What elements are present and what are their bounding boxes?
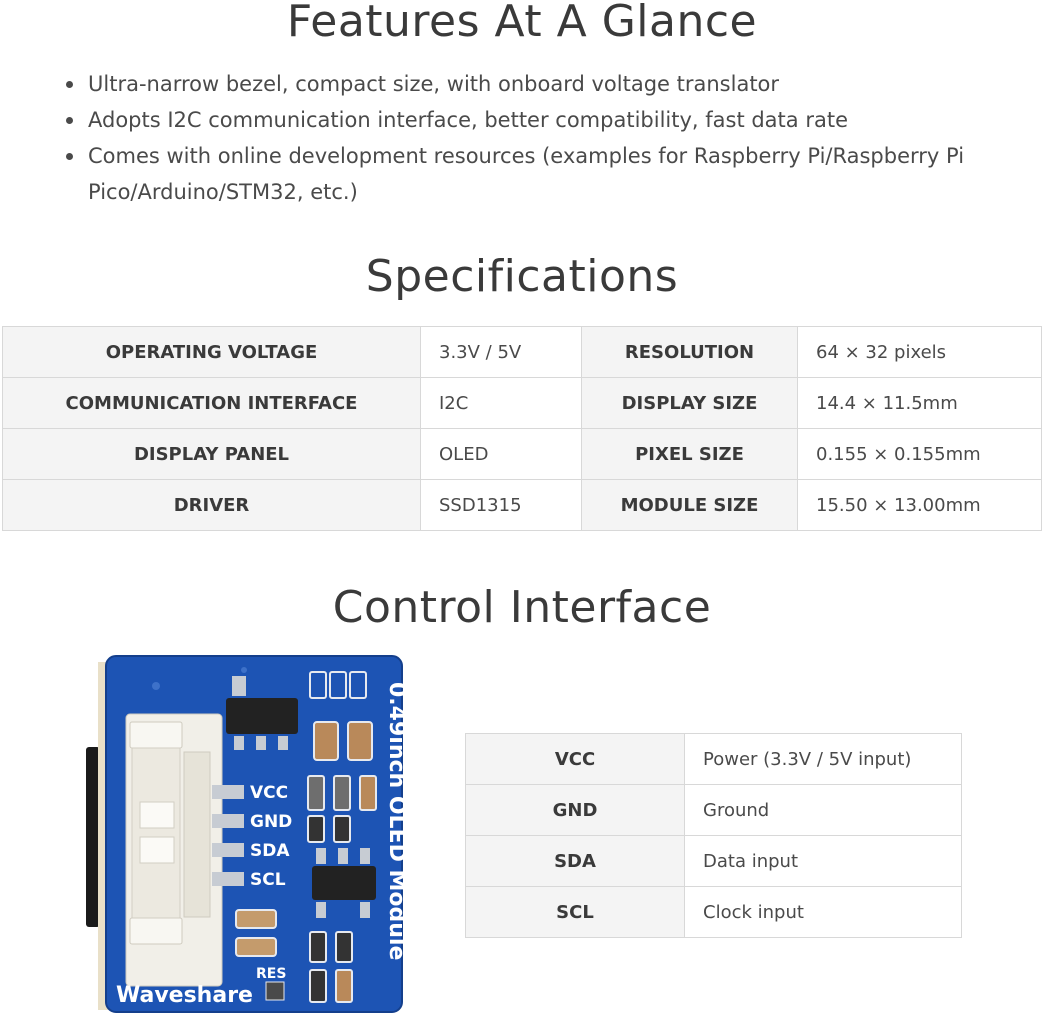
silkscreen-sda: SDA	[250, 841, 290, 861]
pin-pad	[212, 872, 244, 886]
feature-item: Comes with online development resources …	[62, 138, 992, 210]
capacitor	[235, 909, 277, 929]
module-name-silkscreen: 0.49inch OLED Module	[384, 682, 409, 960]
spec-value: 15.50 × 13.00mm	[797, 479, 1042, 531]
pin-description: Clock input	[684, 886, 962, 938]
silkscreen-vcc: VCC	[250, 783, 288, 803]
capacitor	[347, 721, 373, 761]
pin-description: Data input	[684, 835, 962, 887]
pin-pad	[212, 843, 244, 857]
pin-description: Ground	[684, 784, 962, 836]
spec-value: 14.4 × 11.5mm	[797, 377, 1042, 429]
spec-key: RESOLUTION	[581, 326, 798, 378]
spec-value: 64 × 32 pixels	[797, 326, 1042, 378]
oled-module-photo: VCC GND SDA SCL 0.49inch OLED Module RES…	[86, 655, 409, 1013]
table-row: VCC Power (3.3V / 5V input)	[465, 733, 962, 785]
spec-value: 0.155 × 0.155mm	[797, 428, 1042, 480]
table-row: SDA Data input	[465, 835, 962, 887]
capacitor	[313, 721, 339, 761]
pin-name: SCL	[465, 886, 685, 938]
spec-value: SSD1315	[420, 479, 582, 531]
pin-description: Power (3.3V / 5V input)	[684, 733, 962, 785]
capacitor	[235, 937, 277, 957]
table-row: DRIVER SSD1315 MODULE SIZE 15.50 × 13.00…	[2, 479, 1042, 531]
reset-button	[265, 981, 285, 1001]
pin-pad	[212, 785, 244, 799]
spec-key: PIXEL SIZE	[581, 428, 798, 480]
silkscreen-gnd: GND	[250, 812, 292, 832]
specifications-title: Specifications	[365, 251, 679, 302]
spec-value: OLED	[420, 428, 582, 480]
waveshare-logo: Waveshare	[116, 983, 253, 1008]
features-list: Ultra-narrow bezel, compact size, with o…	[62, 66, 992, 210]
spec-key: COMMUNICATION INTERFACE	[2, 377, 421, 429]
spec-value: I2C	[420, 377, 582, 429]
spec-key: DRIVER	[2, 479, 421, 531]
specifications-table: OPERATING VOLTAGE 3.3V / 5V RESOLUTION 6…	[2, 326, 1042, 531]
table-row: GND Ground	[465, 784, 962, 836]
pin-name: GND	[465, 784, 685, 836]
ic-chip	[312, 866, 376, 900]
res-label: RES	[256, 966, 286, 982]
feature-item: Ultra-narrow bezel, compact size, with o…	[62, 66, 992, 102]
spec-key: MODULE SIZE	[581, 479, 798, 531]
control-interface-title: Control Interface	[332, 582, 712, 633]
table-row: COMMUNICATION INTERFACE I2C DISPLAY SIZE…	[2, 377, 1042, 429]
table-row: SCL Clock input	[465, 886, 962, 938]
display-flex-edge	[86, 747, 100, 927]
pin-name: VCC	[465, 733, 685, 785]
pin-name: SDA	[465, 835, 685, 887]
spec-value: 3.3V / 5V	[420, 326, 582, 378]
feature-item: Adopts I2C communication interface, bett…	[62, 102, 992, 138]
pin-pad	[212, 814, 244, 828]
spec-key: OPERATING VOLTAGE	[2, 326, 421, 378]
spec-key: DISPLAY PANEL	[2, 428, 421, 480]
table-row: OPERATING VOLTAGE 3.3V / 5V RESOLUTION 6…	[2, 326, 1042, 378]
ic-chip	[226, 698, 298, 734]
pin-table: VCC Power (3.3V / 5V input) GND Ground S…	[465, 733, 962, 938]
spec-key: DISPLAY SIZE	[581, 377, 798, 429]
silkscreen-scl: SCL	[250, 870, 286, 890]
table-row: DISPLAY PANEL OLED PIXEL SIZE 0.155 × 0.…	[2, 428, 1042, 480]
features-title: Features At A Glance	[286, 0, 758, 47]
oled-glass-edge	[98, 662, 108, 1010]
